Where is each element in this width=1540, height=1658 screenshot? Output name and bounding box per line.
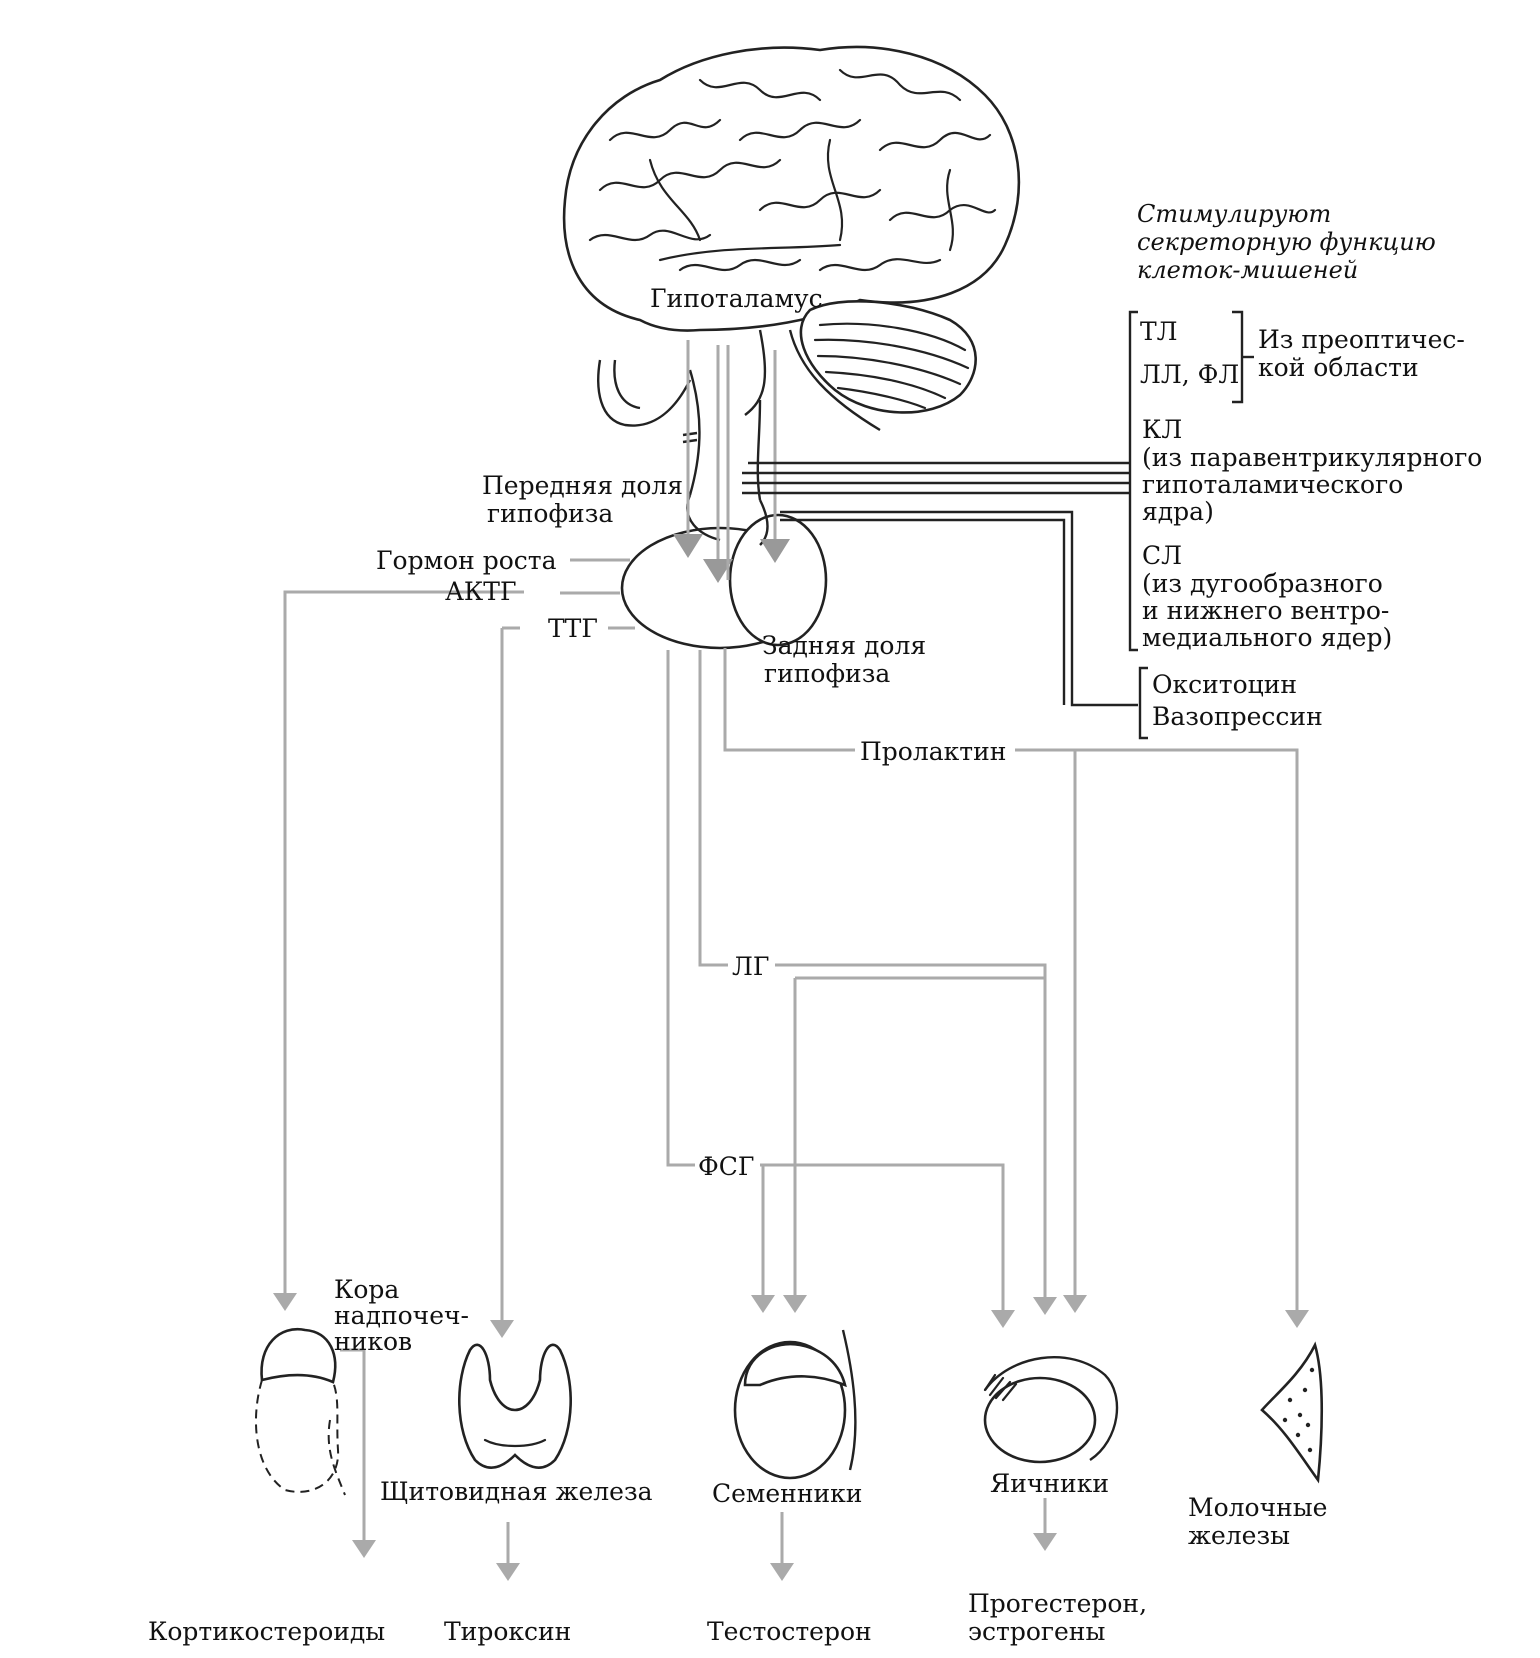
pituitary-gland bbox=[620, 494, 828, 650]
hormone-pathways bbox=[285, 558, 1309, 1581]
brain-illustration bbox=[562, 45, 1021, 501]
stimulate-line-3: клеток-мишеней bbox=[1137, 256, 1358, 284]
actg-label: АКТГ bbox=[445, 577, 517, 606]
lg-left bbox=[698, 650, 728, 967]
oxytocin-label: Окситоцин bbox=[1152, 670, 1297, 699]
hypothalamic-portal-arrows bbox=[673, 340, 790, 583]
anterior-pituitary-line-1: Передняя доля bbox=[482, 471, 683, 500]
releasing-connection-lines bbox=[742, 461, 1138, 707]
preoptic-line-2: кой области bbox=[1258, 353, 1419, 382]
adrenal-label-1: Кора bbox=[334, 1275, 399, 1304]
fsg-to-ovary bbox=[760, 1163, 1015, 1328]
growth-hormone-label: Гормон роста bbox=[376, 546, 557, 575]
progesterone-label-2: эстрогены bbox=[968, 1617, 1105, 1646]
thyroxine-label: Тироксин bbox=[444, 1617, 571, 1646]
ttg-label: ТТГ bbox=[548, 614, 598, 643]
fsg-label: ФСГ bbox=[698, 1152, 754, 1181]
brain-folds bbox=[588, 68, 997, 272]
anterior-pituitary-line-2: гипофиза bbox=[487, 499, 613, 528]
prolactin-label: Пролактин bbox=[860, 737, 1006, 766]
releasing-bracket bbox=[1128, 310, 1138, 652]
adrenal-label-3: ников bbox=[334, 1327, 412, 1356]
kl-origin-3: ядра) bbox=[1142, 497, 1214, 526]
stimulate-line-1: Стимулируют bbox=[1137, 200, 1331, 228]
stimulate-line-2: секреторную функцию bbox=[1137, 228, 1436, 256]
sl-origin-2: и нижнего вентро- bbox=[1142, 596, 1389, 625]
releasing-hormones: ТЛ ЛЛ, ФЛ Из преоптичес- кой области КЛ … bbox=[1128, 310, 1482, 652]
corticosteroids-label: Кортикостероиды bbox=[148, 1617, 385, 1646]
mammary-label-2: железы bbox=[1188, 1521, 1290, 1550]
kl-origin-2: гипоталамического bbox=[1142, 470, 1403, 499]
posterior-pituitary-line-1: Задняя доля bbox=[762, 631, 926, 660]
mammary-gland-illustration bbox=[1260, 1341, 1324, 1484]
thyroid-illustration bbox=[458, 1343, 572, 1469]
hypothalamus-label: Гипоталамус bbox=[650, 284, 823, 313]
cerebellum bbox=[799, 299, 977, 414]
ll-fl-label: ЛЛ, ФЛ bbox=[1140, 360, 1239, 389]
kl-label: КЛ bbox=[1142, 415, 1182, 444]
sl-label: СЛ bbox=[1142, 541, 1182, 570]
adrenal-gland-illustration bbox=[254, 1327, 346, 1496]
posterior-pituitary-line-2: гипофиза bbox=[764, 659, 890, 688]
posterior-hormones: Окситоцин Вазопрессин bbox=[1138, 666, 1323, 740]
ovary-illustration bbox=[983, 1356, 1119, 1464]
actg-path bbox=[285, 590, 620, 1308]
lg-label: ЛГ bbox=[732, 952, 769, 981]
tl-label: ТЛ bbox=[1140, 317, 1178, 346]
lg-to-ovary bbox=[775, 963, 1057, 1315]
prolactin-to-mammary bbox=[1015, 748, 1309, 1328]
corticosteroids-arrow bbox=[340, 1348, 376, 1558]
sl-origin-1: (из дугообразного bbox=[1142, 569, 1383, 598]
sl-origin-3: медиального ядер) bbox=[1142, 623, 1392, 652]
posterior-bracket bbox=[1138, 666, 1148, 740]
testosterone-label: Тестостерон bbox=[707, 1617, 872, 1646]
ttg-path bbox=[502, 626, 635, 1335]
adrenal-label-2: надпочеч- bbox=[334, 1301, 469, 1330]
kl-origin-1: (из паравентрикулярного bbox=[1142, 443, 1482, 472]
testes-illustration bbox=[733, 1329, 857, 1480]
testes-label: Семенники bbox=[712, 1479, 862, 1508]
thyroid-label: Щитовидная железа bbox=[380, 1477, 653, 1506]
vasopressin-label: Вазопрессин bbox=[1152, 702, 1323, 731]
prolactin-left bbox=[723, 648, 855, 752]
ovaries-label: Яичники bbox=[990, 1469, 1109, 1498]
mammary-label-1: Молочные bbox=[1188, 1493, 1327, 1522]
progesterone-label-1: Прогестерон, bbox=[968, 1589, 1147, 1618]
posterior-pituitary-lobe bbox=[728, 513, 828, 647]
fsg-left bbox=[666, 650, 695, 1167]
preoptic-line-1: Из преоптичес- bbox=[1258, 325, 1465, 354]
